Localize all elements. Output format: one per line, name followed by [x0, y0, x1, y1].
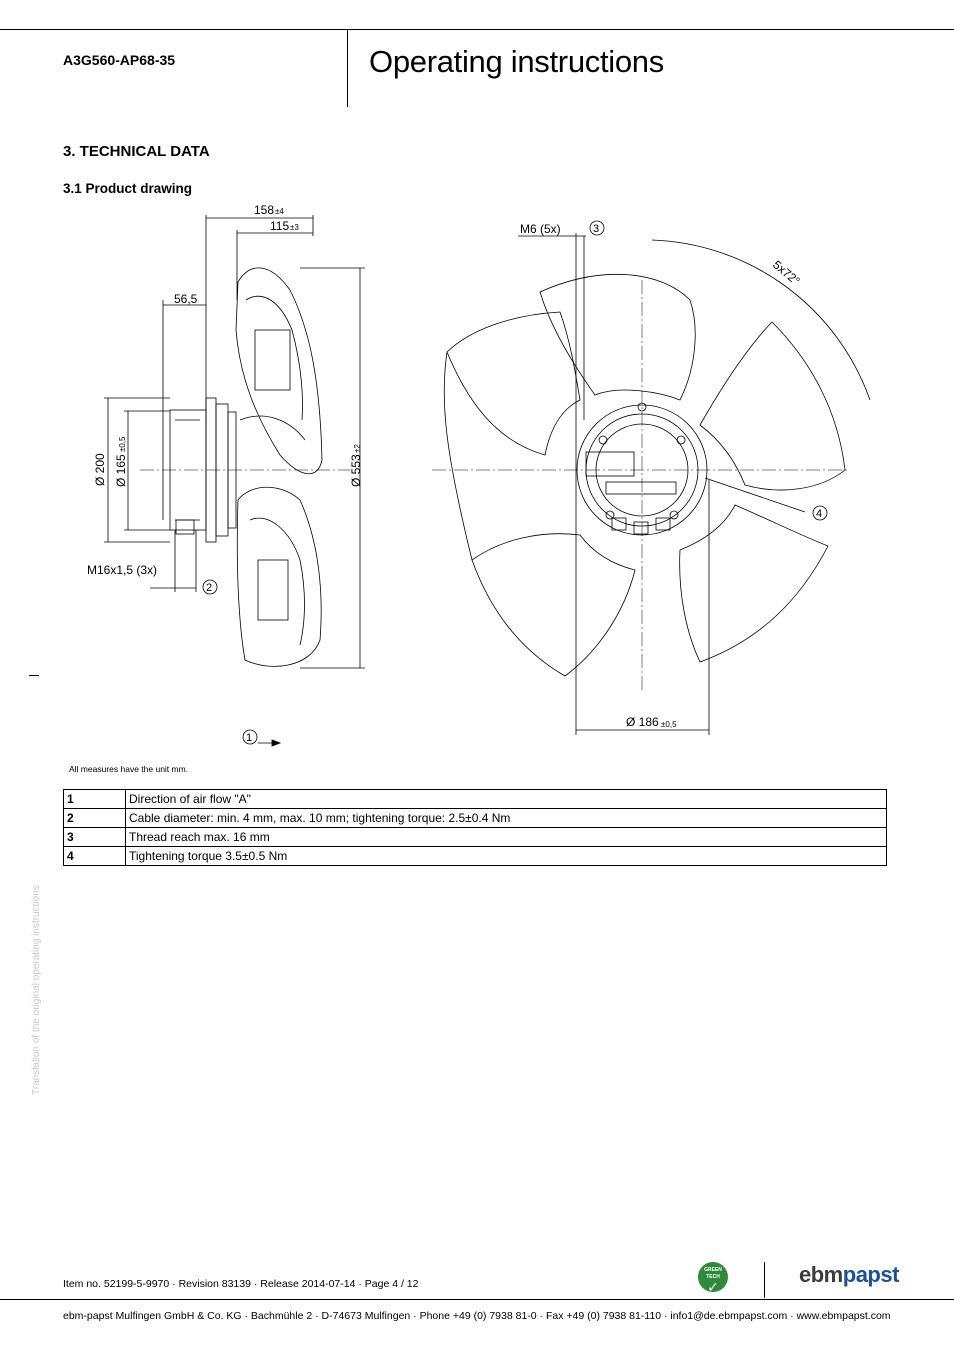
footer-company-line: ebm-papst Mulfingen GmbH & Co. KG · Bach… [63, 1310, 891, 1322]
dim-115: 115 [270, 219, 289, 233]
table-cell-num: 3 [63, 827, 126, 847]
subsection-heading: 3.1 Product drawing [63, 181, 193, 196]
callout-1: 1 [246, 732, 252, 744]
table-cell-num: 4 [63, 846, 126, 866]
table-row: 2 Cable diameter: min. 4 mm, max. 10 mm;… [63, 808, 887, 828]
margin-mark [29, 675, 39, 676]
translation-note: Translation of the original operating in… [31, 885, 42, 1095]
table-cell-num: 2 [63, 808, 126, 828]
dim-553-tol: ±2 [353, 444, 362, 453]
table-cell-text: Thread reach max. 16 mm [125, 827, 887, 847]
dim-115-tol: ±3 [290, 223, 299, 232]
table-cell-text: Direction of air flow "A" [125, 789, 887, 809]
ebmpapst-logo: ebmpapst [799, 1262, 899, 1288]
green-tech-badge-icon: GREEN TECH ✓ [698, 1262, 728, 1295]
dim-158: 158 [254, 203, 274, 217]
product-drawing: 158 ±4 115 ±3 56,5 Ø 200 Ø 165 ±0,5 Ø 55… [87, 203, 871, 747]
dim-158-tol: ±4 [275, 207, 284, 216]
document-id: A3G560-AP68-35 [63, 52, 176, 68]
table-cell-num: 1 [63, 789, 126, 809]
dim-165-tol: ±0,5 [118, 436, 127, 452]
callout-3: 3 [593, 223, 599, 235]
header-divider [347, 29, 348, 107]
table-row: 4 Tightening torque 3.5±0.5 Nm [63, 846, 887, 866]
dim-m6: M6 (5x) [520, 222, 561, 236]
table-row: 3 Thread reach max. 16 mm [63, 827, 887, 847]
footer-logo-divider [764, 1262, 765, 1298]
table-cell-text: Tightening torque 3.5±0.5 Nm [125, 846, 887, 866]
page-title: Operating instructions [369, 44, 664, 79]
section-heading: 3. TECHNICAL DATA [63, 143, 210, 160]
dim-200: Ø 200 [93, 453, 107, 486]
check-icon: ✓ [707, 1279, 719, 1295]
side-view [104, 215, 365, 747]
units-note: All measures have the unit mm. [69, 764, 189, 774]
dim-553: Ø 553 [349, 454, 363, 487]
logo-papst: papst [842, 1262, 900, 1287]
badge-label: GREEN TECH [704, 1267, 722, 1280]
callout-4: 4 [816, 508, 822, 520]
front-view [432, 220, 871, 735]
table-cell-text: Cable diameter: min. 4 mm, max. 10 mm; t… [125, 808, 887, 828]
header-top-rule [0, 29, 954, 30]
dim-m16: M16x1,5 (3x) [87, 563, 157, 577]
footer-item-line: Item no. 52199-5-9970 · Revision 83139 ·… [63, 1278, 419, 1290]
dim-165: Ø 165 [114, 454, 128, 487]
table-row: 1 Direction of air flow "A" [63, 789, 887, 809]
dim-186: Ø 186 [626, 715, 659, 729]
logo-ebm: ebm [799, 1262, 843, 1287]
dim-56-5: 56,5 [174, 292, 198, 306]
notes-table: 1 Direction of air flow "A" 2 Cable diam… [63, 789, 887, 866]
dim-angle: 5x72° [770, 258, 803, 289]
dim-186-tol: ±0,5 [661, 720, 677, 729]
callout-2: 2 [206, 582, 212, 594]
footer-rule [0, 1299, 954, 1300]
